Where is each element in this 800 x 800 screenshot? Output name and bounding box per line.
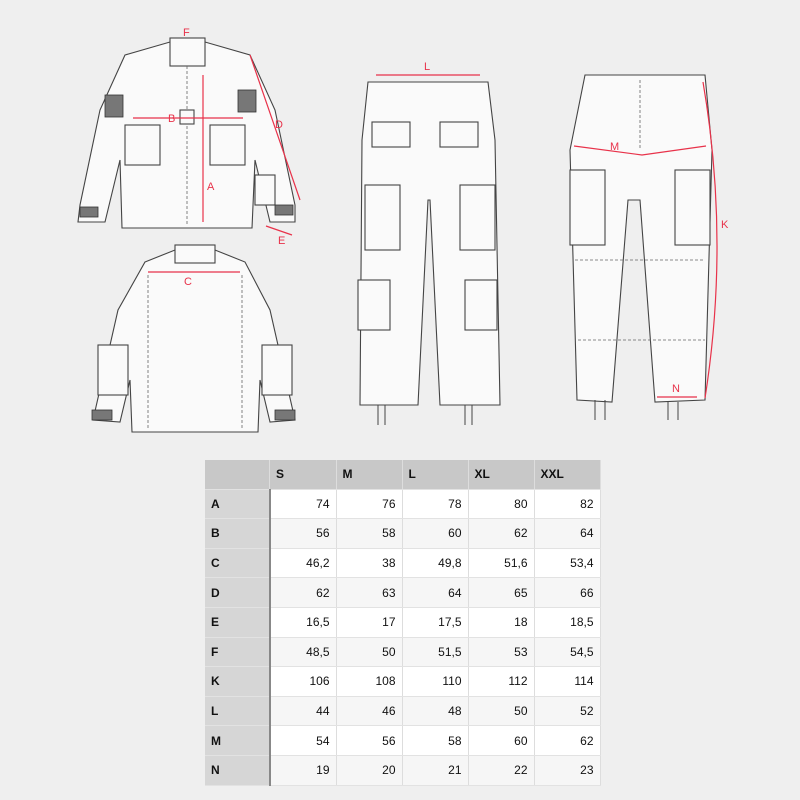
table-cell: 78 <box>402 489 469 520</box>
table-cell: 52 <box>534 696 601 727</box>
label-M: M <box>610 141 619 153</box>
header-size: L <box>402 460 469 490</box>
table-cell: 46 <box>336 696 403 727</box>
row-label: A <box>205 489 271 520</box>
label-K: K <box>721 219 729 231</box>
table-cell: 48 <box>402 696 469 727</box>
table-cell: 17 <box>336 607 403 638</box>
table-cell: 51,5 <box>402 637 469 668</box>
table-cell: 82 <box>534 489 601 520</box>
label-C: C <box>184 276 192 288</box>
table-cell: 74 <box>269 489 337 520</box>
table-cell: 54,5 <box>534 637 601 668</box>
table-cell: 48,5 <box>269 637 337 668</box>
table-cell: 19 <box>269 755 337 786</box>
table-cell: 58 <box>402 725 469 756</box>
table-cell: 80 <box>468 489 535 520</box>
table-cell: 22 <box>468 755 535 786</box>
table-cell: 38 <box>336 548 403 579</box>
row-label: L <box>205 696 271 727</box>
jacket-back-drawing: C <box>91 244 296 433</box>
table-cell: 76 <box>336 489 403 520</box>
table-cell: 108 <box>336 666 403 697</box>
row-label: K <box>205 666 271 697</box>
header-size: M <box>336 460 403 490</box>
label-E: E <box>278 235 285 247</box>
table-cell: 56 <box>269 518 337 549</box>
pants-back-drawing: L <box>357 61 501 425</box>
header-corner <box>205 460 270 490</box>
row-label: C <box>205 548 271 579</box>
table-cell: 53 <box>468 637 535 668</box>
table-cell: 50 <box>468 696 535 727</box>
table-cell: 106 <box>269 666 337 697</box>
label-N: N <box>672 383 680 395</box>
table-cell: 16,5 <box>269 607 337 638</box>
table-cell: 49,8 <box>402 548 469 579</box>
row-label: N <box>205 755 271 786</box>
table-cell: 18,5 <box>534 607 601 638</box>
table-cell: 60 <box>468 725 535 756</box>
row-label: B <box>205 518 271 549</box>
table-cell: 17,5 <box>402 607 469 638</box>
table-cell: 62 <box>534 725 601 756</box>
table-cell: 64 <box>534 518 601 549</box>
table-cell: 53,4 <box>534 548 601 579</box>
table-cell: 66 <box>534 577 601 608</box>
label-B: B <box>168 113 175 125</box>
row-label: E <box>205 607 271 638</box>
label-F: F <box>183 27 190 39</box>
garment-diagrams: F B D A E C L <box>77 27 729 433</box>
row-label: D <box>205 577 271 608</box>
size-table-header: S M L XL XXL <box>205 460 601 490</box>
table-cell: 65 <box>468 577 535 608</box>
header-size: S <box>269 460 337 490</box>
pants-front-drawing: M K N <box>569 74 729 420</box>
label-L: L <box>424 61 430 73</box>
table-cell: 46,2 <box>269 548 337 579</box>
table-cell: 20 <box>336 755 403 786</box>
table-cell: 44 <box>269 696 337 727</box>
table-cell: 110 <box>402 666 469 697</box>
label-D: D <box>275 119 283 131</box>
jacket-front-drawing: F B D A E <box>77 27 301 247</box>
table-cell: 62 <box>269 577 337 608</box>
table-cell: 50 <box>336 637 403 668</box>
table-cell: 112 <box>468 666 535 697</box>
table-cell: 21 <box>402 755 469 786</box>
table-cell: 64 <box>402 577 469 608</box>
table-cell: 23 <box>534 755 601 786</box>
header-size: XL <box>468 460 535 490</box>
row-label: F <box>205 637 271 668</box>
label-A: A <box>207 181 215 193</box>
row-label: M <box>205 725 271 756</box>
table-cell: 51,6 <box>468 548 535 579</box>
table-cell: 60 <box>402 518 469 549</box>
table-cell: 56 <box>336 725 403 756</box>
table-cell: 62 <box>468 518 535 549</box>
table-cell: 54 <box>269 725 337 756</box>
table-cell: 58 <box>336 518 403 549</box>
table-cell: 114 <box>534 666 601 697</box>
table-cell: 63 <box>336 577 403 608</box>
table-cell: 18 <box>468 607 535 638</box>
header-size: XXL <box>534 460 601 490</box>
